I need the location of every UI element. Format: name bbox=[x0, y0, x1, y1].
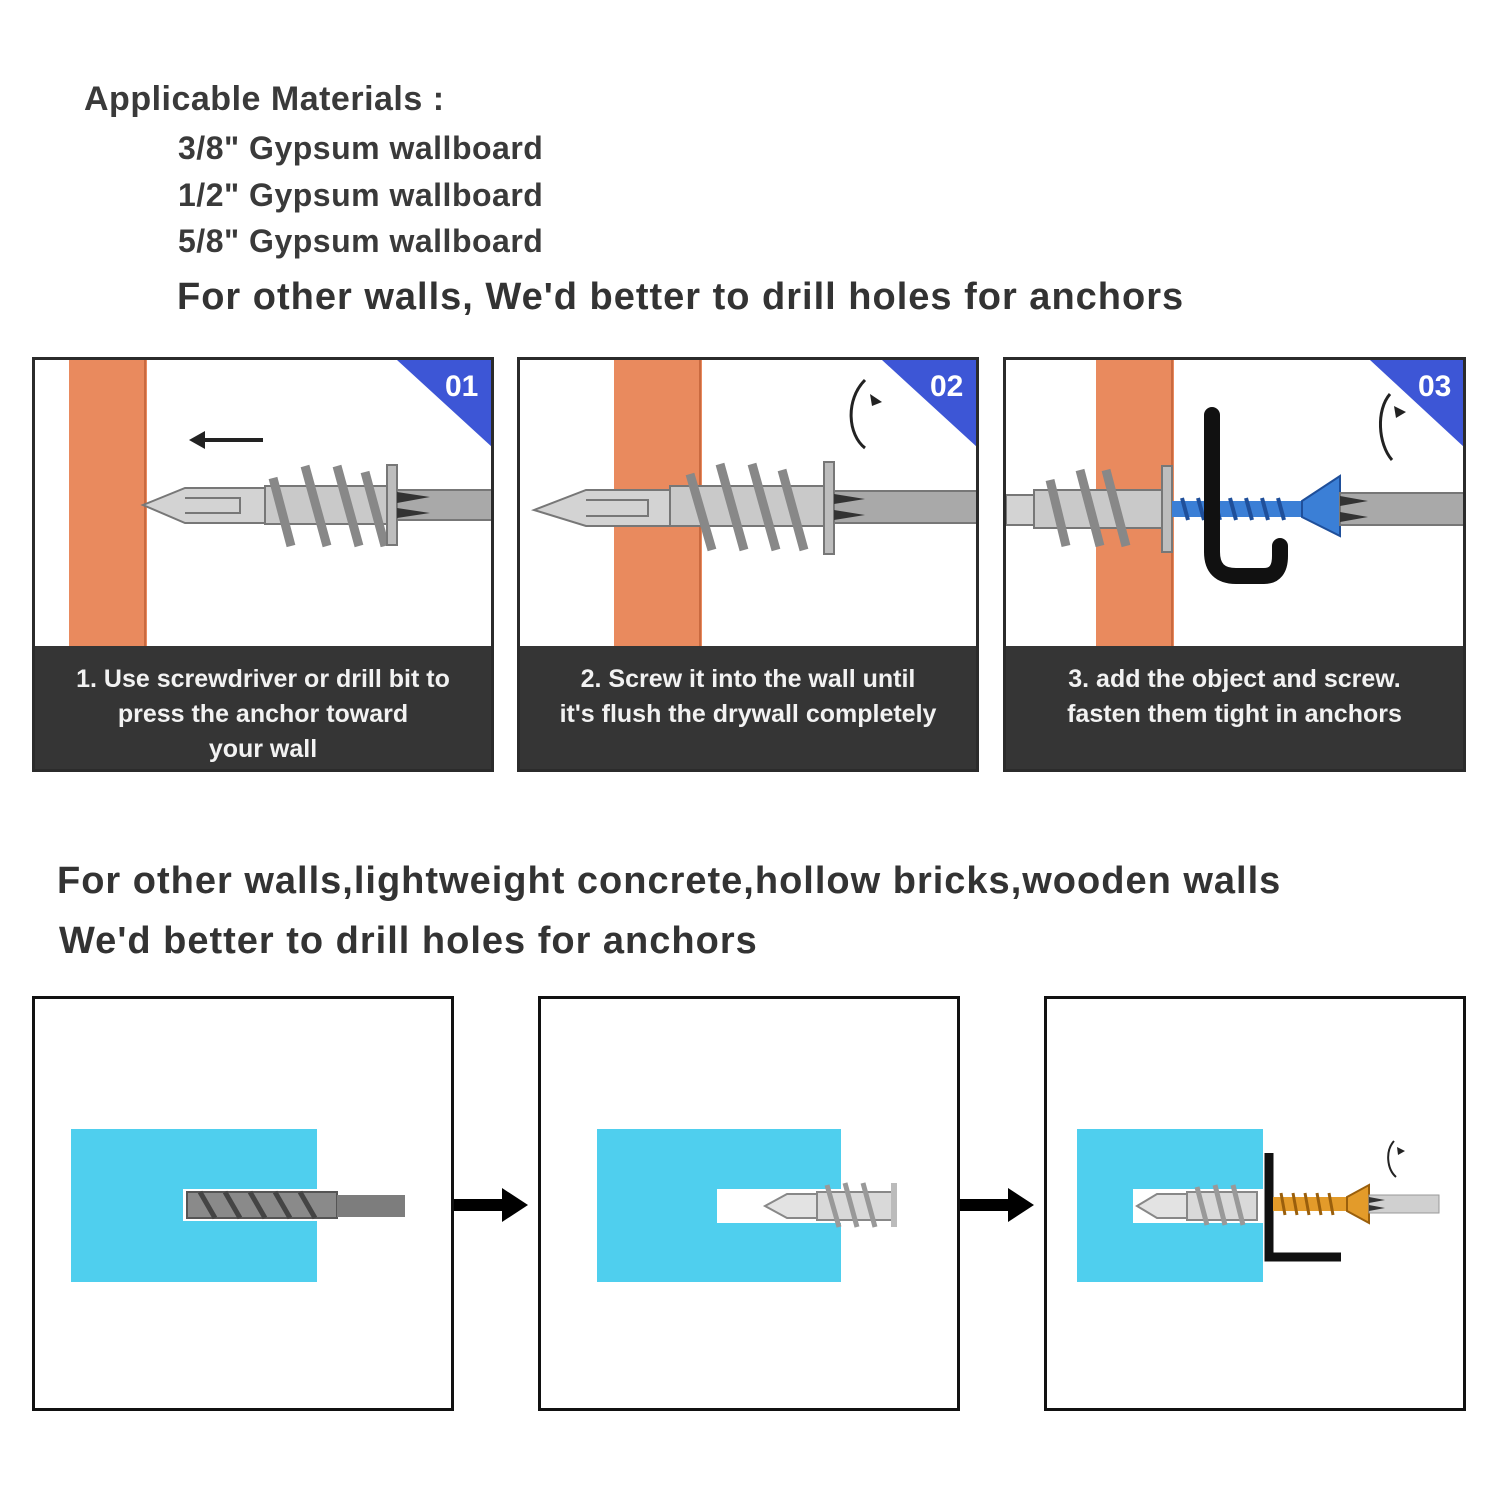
drill-holes-note: For other walls, We'd better to drill ho… bbox=[177, 276, 1185, 318]
material-item: 3/8" Gypsum wallboard bbox=[178, 130, 544, 166]
step-caption: 1. Use screwdriver or drill bit to press… bbox=[35, 646, 491, 769]
step-1-illustration: 01 bbox=[69, 360, 491, 650]
blue-screw bbox=[1172, 474, 1341, 538]
step-caption: 3. add the object and screw. fasten them… bbox=[1006, 646, 1463, 769]
wall-anchor bbox=[1006, 465, 1173, 553]
step-panel-2: 02 2. Screw it into the wall until it's … bbox=[517, 357, 979, 772]
materials-heading: Applicable Materials : bbox=[84, 80, 445, 118]
drill-step-panel-2 bbox=[538, 996, 960, 1411]
drill-bit bbox=[186, 1190, 405, 1220]
material-item: 5/8" Gypsum wallboard bbox=[178, 223, 544, 259]
plastic-anchor bbox=[1135, 1184, 1258, 1226]
step-2-illustration: 02 bbox=[530, 360, 976, 650]
plastic-anchor bbox=[762, 1182, 897, 1228]
drill-step-panel-3 bbox=[1044, 996, 1466, 1411]
rotate-icon bbox=[849, 378, 867, 450]
step-panel-3: 03 3. add the object and screw. fasten t… bbox=[1003, 357, 1466, 772]
rotate-icon bbox=[1387, 1140, 1397, 1178]
drill-step-panel-1 bbox=[32, 996, 454, 1411]
drywall bbox=[69, 360, 147, 650]
wall-anchor bbox=[140, 464, 491, 548]
screw-object-illustration bbox=[1077, 1129, 1440, 1282]
step-number: 01 bbox=[445, 370, 478, 403]
insert-anchor-illustration bbox=[597, 1129, 897, 1282]
step-caption: 2. Screw it into the wall until it's flu… bbox=[520, 646, 976, 769]
hook bbox=[1204, 407, 1288, 584]
step-panel-1: 01 1. Use screwdriver or drill bit to pr… bbox=[32, 357, 494, 772]
next-arrow-icon bbox=[454, 1188, 528, 1222]
next-arrow-icon bbox=[960, 1188, 1034, 1222]
step-number: 02 bbox=[930, 370, 963, 403]
step-3-illustration: 03 bbox=[1006, 360, 1463, 650]
material-item: 1/2" Gypsum wallboard bbox=[178, 177, 544, 213]
drill-hole-illustration bbox=[71, 1129, 405, 1282]
step-number: 03 bbox=[1418, 370, 1451, 403]
other-walls-line-1: For other walls,lightweight concrete,hol… bbox=[57, 860, 1282, 902]
other-walls-line-2: We'd better to drill holes for anchors bbox=[59, 920, 758, 962]
wall-anchor bbox=[530, 461, 976, 555]
gold-screw bbox=[1273, 1183, 1370, 1225]
l-bracket bbox=[1264, 1153, 1341, 1262]
rotate-icon bbox=[1378, 393, 1394, 461]
